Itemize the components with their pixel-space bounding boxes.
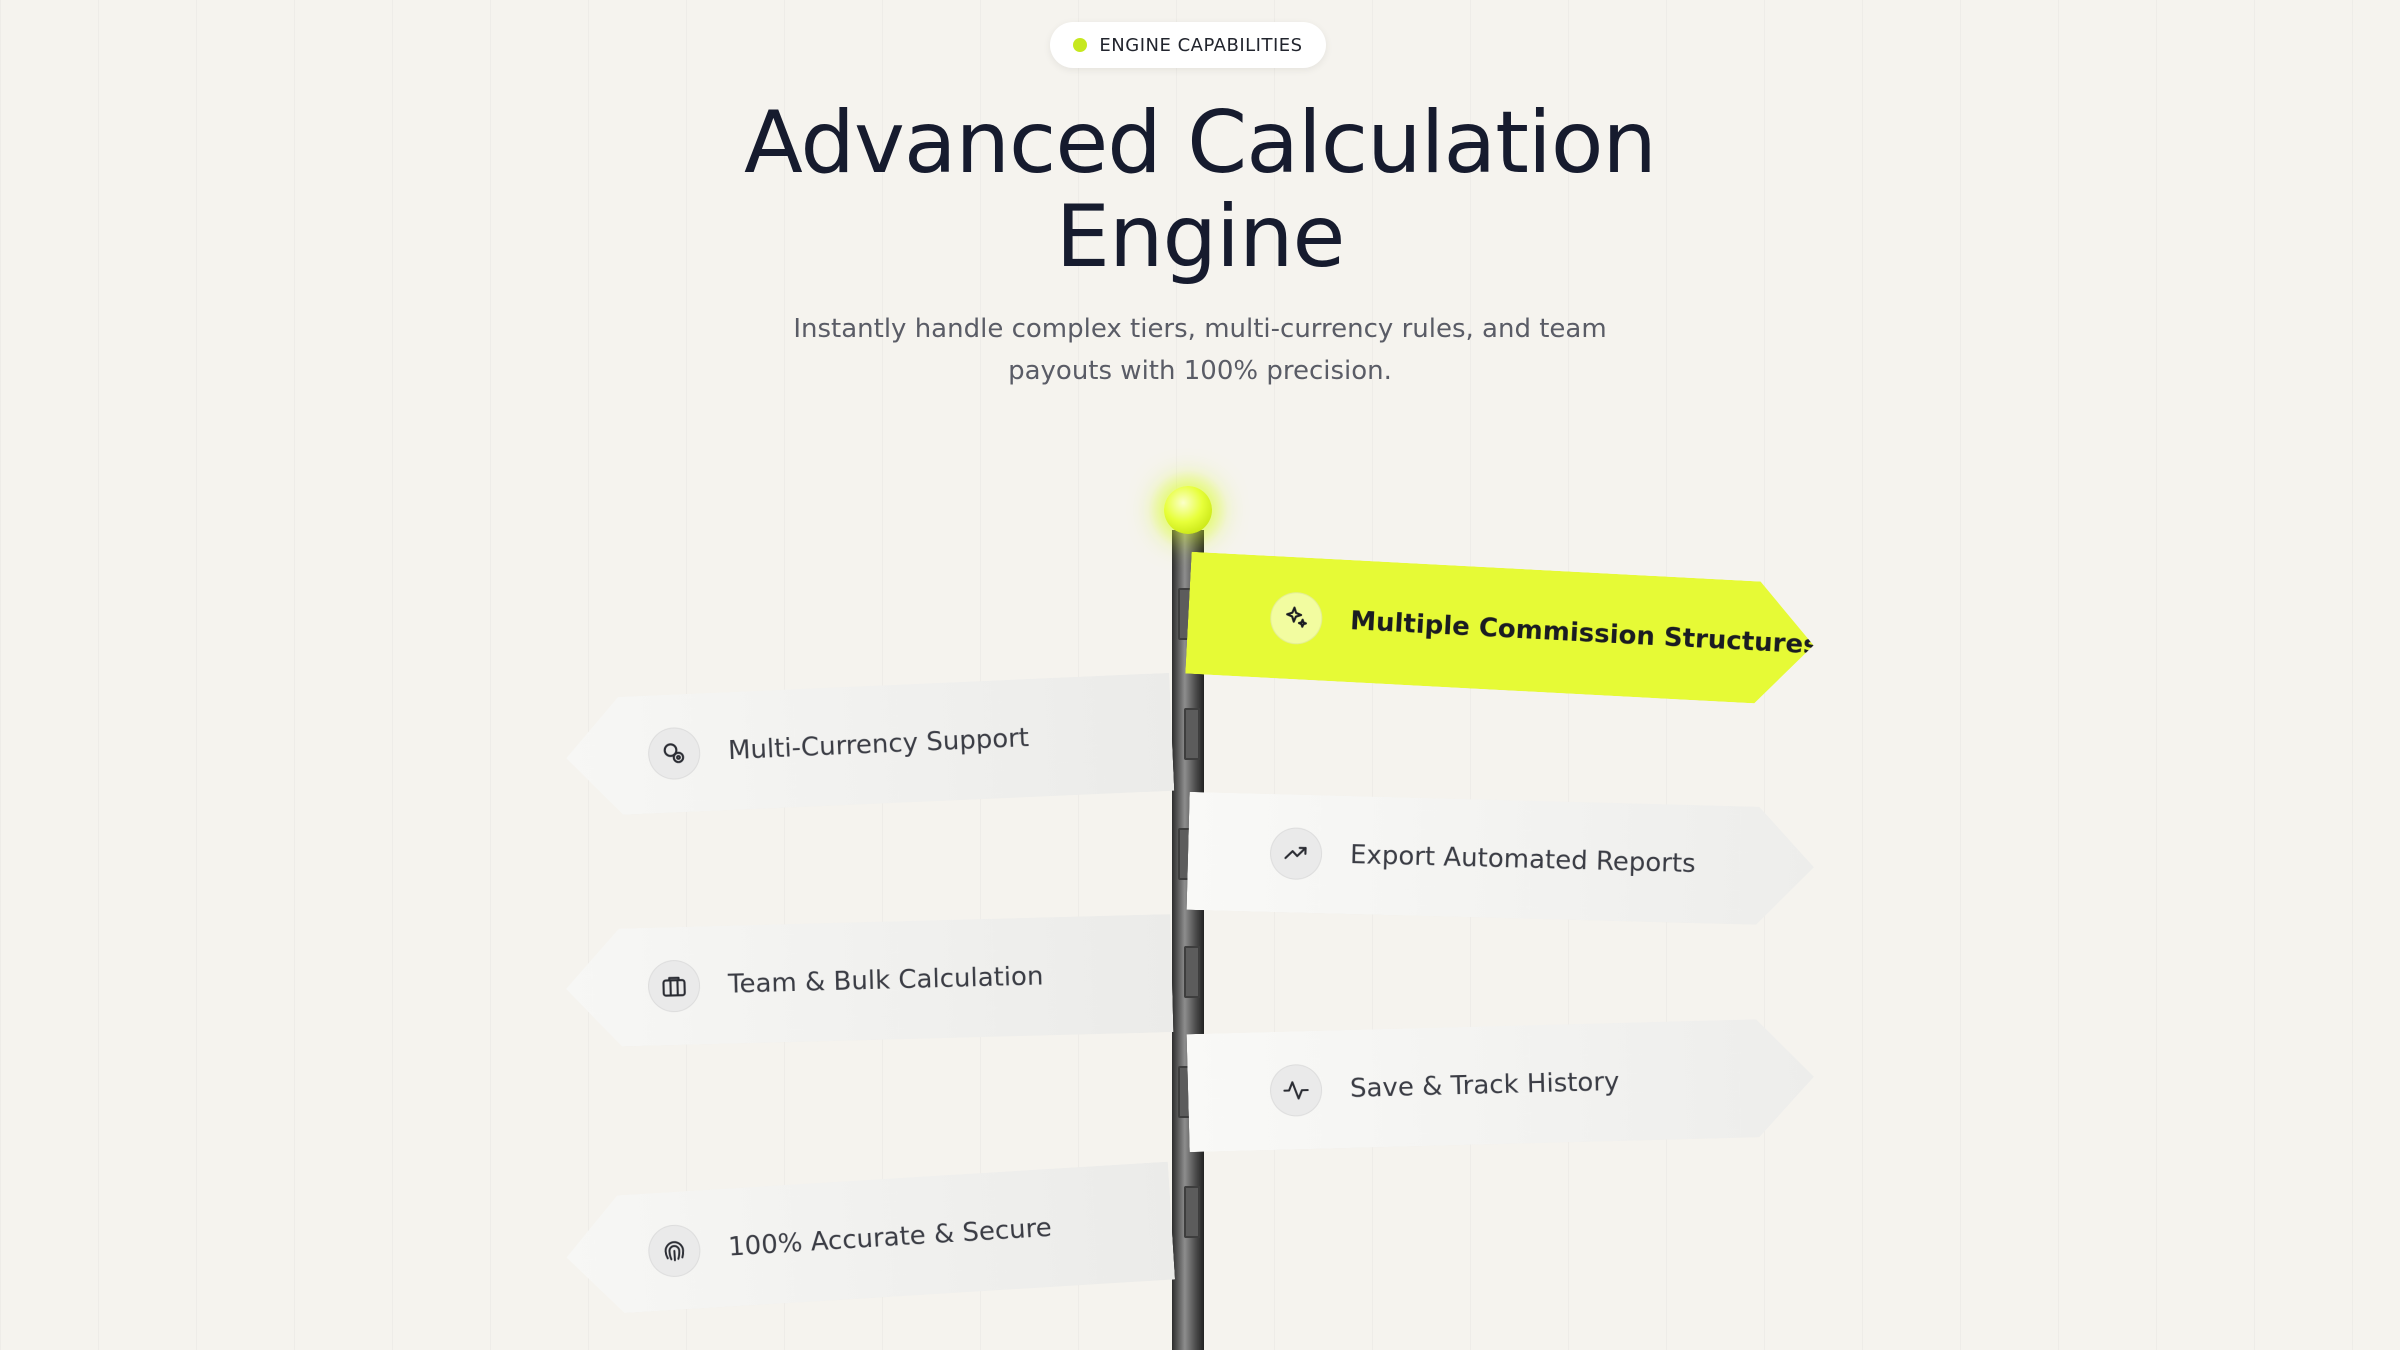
pole-bracket (1184, 1186, 1200, 1238)
page-subtitle: Instantly handle complex tiers, multi-cu… (760, 308, 1640, 392)
sign-team-bulk-calculation[interactable]: Team & Bulk Calculation (565, 914, 1174, 1048)
activity-icon (1269, 1064, 1322, 1117)
sign-export-automated-reports[interactable]: Export Automated Reports (1187, 792, 1816, 926)
page-title: Advanced Calculation Engine (0, 96, 2400, 284)
coins-icon (647, 726, 701, 780)
section-badge: ENGINE CAPABILITIES (1050, 22, 1326, 68)
briefcase-icon (647, 959, 700, 1012)
title-line-1: Advanced Calculation (744, 93, 1657, 193)
subtitle-line-1: Instantly handle complex tiers, multi-cu… (793, 314, 1607, 344)
trend-up-icon (1269, 827, 1322, 880)
fingerprint-icon (647, 1223, 702, 1278)
sign-label: 100% Accurate & Secure (727, 1212, 1053, 1263)
sign-label: Multi-Currency Support (727, 723, 1030, 767)
sign-label: Export Automated Reports (1349, 840, 1697, 880)
sign-save-track-history[interactable]: Save & Track History (1187, 1018, 1816, 1152)
lamp-bulb-icon (1164, 486, 1212, 534)
subtitle-line-2: payouts with 100% precision. (1008, 356, 1392, 386)
sign-label: Team & Bulk Calculation (727, 961, 1044, 1000)
status-dot-icon (1073, 38, 1088, 52)
sparkles-icon (1269, 591, 1324, 646)
sign-multi-currency-support[interactable]: Multi-Currency Support (564, 673, 1175, 817)
pole-bracket (1184, 946, 1200, 998)
title-line-2: Engine (1055, 187, 1346, 287)
sign-multiple-commission-structures[interactable]: Multiple Commission Structures (1185, 552, 1817, 707)
sign-accurate-secure[interactable]: 100% Accurate & Secure (563, 1162, 1175, 1317)
pole-bracket (1184, 708, 1200, 760)
sign-label: Save & Track History (1349, 1066, 1620, 1104)
badge-label: ENGINE CAPABILITIES (1099, 34, 1303, 56)
sign-label: Multiple Commission Structures (1349, 606, 1820, 661)
